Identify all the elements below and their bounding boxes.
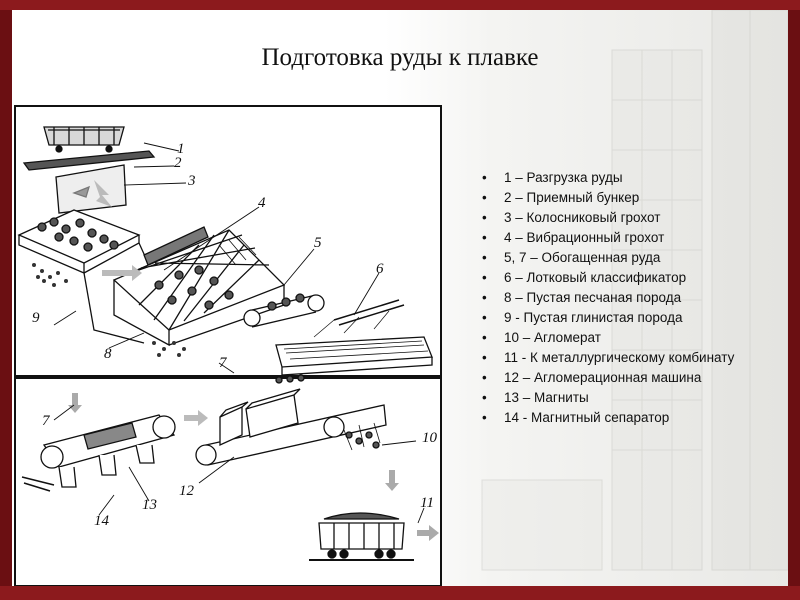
bullet-icon: • <box>482 270 487 285</box>
agglomeration-machine <box>195 388 387 466</box>
bullet-icon: • <box>482 170 487 185</box>
grizzly-screen <box>17 209 141 274</box>
diagram-label: 3 <box>187 173 196 189</box>
bullet-icon: • <box>482 230 487 245</box>
frame-bottom <box>0 586 800 600</box>
conveyor <box>243 293 325 328</box>
diagram-label: 6 <box>376 261 384 277</box>
diagram-label: 7 <box>42 413 51 429</box>
diagram-label: 7 <box>219 355 228 371</box>
legend-item: • 9 - Пустая глинистая порода <box>478 308 778 328</box>
legend-item: • 1 – Разгрузка руды <box>478 168 778 188</box>
background-building-art <box>481 10 788 571</box>
legend-text: 11 - К металлургическому комбинату <box>504 350 735 365</box>
legend-text: 1 – Разгрузка руды <box>504 170 623 185</box>
bullet-icon: • <box>482 370 487 385</box>
rail-car <box>309 512 414 561</box>
legend-text: 2 – Приемный бункер <box>504 190 640 205</box>
bullet-icon: • <box>482 410 487 425</box>
bullet-icon: • <box>482 310 487 325</box>
legend-item: • 2 – Приемный бункер <box>478 188 778 208</box>
legend-text: 8 – Пустая песчаная порода <box>504 290 682 305</box>
slide-title: Подготовка руды к плавке <box>261 44 539 71</box>
legend-text: 12 – Агломерационная машина <box>504 370 702 385</box>
diagram-label: 12 <box>179 483 195 499</box>
legend-item: • 14 - Магнитный сепаратор <box>478 408 778 428</box>
legend-text: 3 – Колосниковый грохот <box>504 210 661 225</box>
diagram-label: 8 <box>104 346 112 362</box>
legend-text: 13 – Магниты <box>504 390 589 405</box>
legend-item: • 11 - К металлургическому комбинату <box>478 348 778 368</box>
legend-item: • 10 – Агломерат <box>478 328 778 348</box>
vibrating-screen <box>112 226 286 347</box>
magnetic-separator <box>21 414 176 492</box>
bullet-icon: • <box>482 350 487 365</box>
legend-item: • 13 – Магниты <box>478 388 778 408</box>
legend-item: • 6 – Лотковый классификатор <box>478 268 778 288</box>
legend-text: 9 - Пустая глинистая порода <box>504 310 683 325</box>
legend-text: 10 – Агломерат <box>504 330 601 345</box>
slide: Подготовка руды к плавке <box>12 10 788 586</box>
legend-item: • 3 – Колосниковый грохот <box>478 208 778 228</box>
frame-top <box>0 0 800 10</box>
diagram-label: 1 <box>177 141 185 157</box>
bullet-icon: • <box>482 290 487 305</box>
bullet-icon: • <box>482 190 487 205</box>
diagram-label: 4 <box>258 195 266 211</box>
legend-text: 4 – Вибрационный грохот <box>504 230 665 245</box>
unloading-car <box>22 126 156 171</box>
legend-item: • 8 – Пустая песчаная порода <box>478 288 778 308</box>
bullet-icon: • <box>482 390 487 405</box>
diagram-label: 9 <box>32 310 40 326</box>
legend-text: 5, 7 – Обогащенная руда <box>504 250 661 265</box>
legend-item: • 12 – Агломерационная машина <box>478 368 778 388</box>
classifier <box>275 299 433 376</box>
legend-item: • 4 – Вибрационный грохот <box>478 228 778 248</box>
diagram-label: 11 <box>420 495 434 511</box>
ore-preparation-diagram: 1 2 3 4 5 6 7 8 9 7 10 11 12 13 14 <box>14 105 442 586</box>
legend-item: • 5, 7 – Обогащенная руда <box>478 248 778 268</box>
bullet-icon: • <box>482 210 487 225</box>
diagram-label: 2 <box>174 155 182 171</box>
diagram-label: 14 <box>94 513 110 529</box>
legend-text: 6 – Лотковый классификатор <box>504 270 687 285</box>
diagram-label: 5 <box>314 235 322 251</box>
bullet-icon: • <box>482 250 487 265</box>
legend-list: • 1 – Разгрузка руды • 2 – Приемный бункер… <box>478 168 778 428</box>
legend-text: 14 - Магнитный сепаратор <box>504 410 670 425</box>
bullet-icon: • <box>482 330 487 345</box>
diagram-label: 13 <box>142 497 157 513</box>
diagram-label: 10 <box>422 430 438 446</box>
